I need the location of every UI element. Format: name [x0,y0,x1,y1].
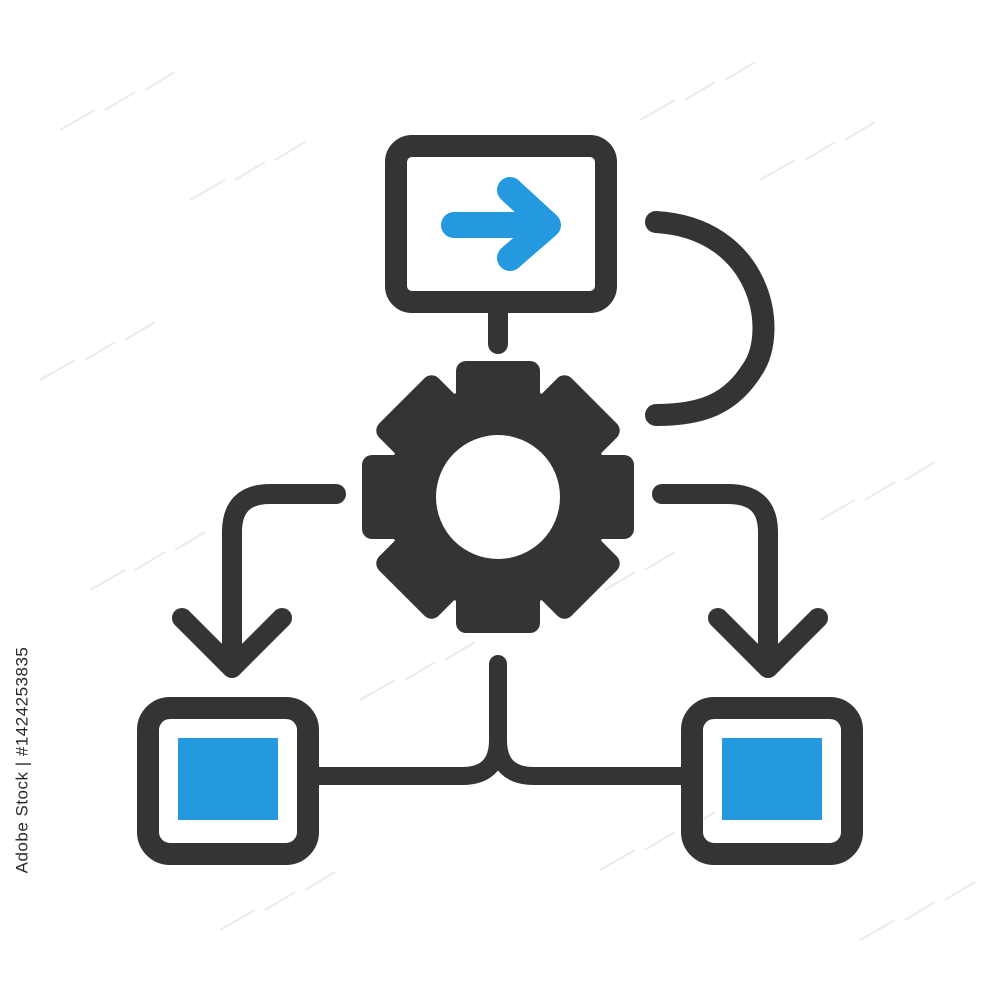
left-branch-arrow [172,484,346,678]
right-output-box [681,697,863,865]
arrow-right-icon [441,177,561,271]
top-input-box [385,135,617,354]
feedback-loop-arc [645,211,775,426]
right-branch-arrow [652,484,828,678]
stock-id-label: Adobe Stock | #1424253835 [8,640,36,880]
left-output-box [137,697,319,865]
gear-icon [362,361,634,633]
stock-id-text: Adobe Stock | #1424253835 [12,646,32,874]
bottom-connector [303,655,699,785]
